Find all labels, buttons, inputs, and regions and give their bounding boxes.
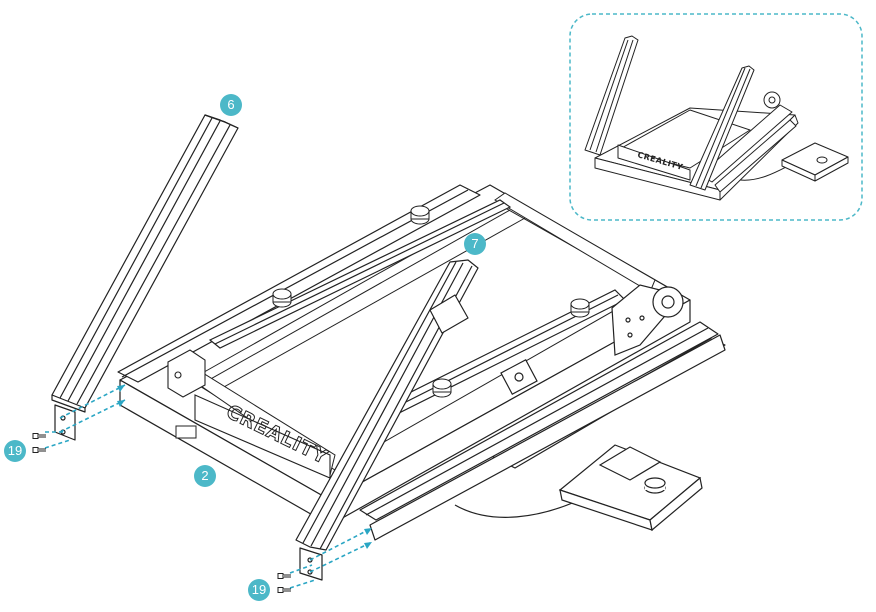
assembled-view-inset: CREALITY xyxy=(569,13,863,221)
callout-screw-right: 19 xyxy=(248,579,270,601)
right-screw-guides xyxy=(289,527,373,589)
upright-profile-6 xyxy=(51,114,239,441)
tension-knobs xyxy=(272,205,590,398)
callout-screw-left: 19 xyxy=(4,440,26,462)
callout-part-2: 2 xyxy=(194,465,216,487)
pulley-bracket xyxy=(611,284,684,356)
left-screw-guides xyxy=(44,384,126,449)
upright-profile-7 xyxy=(295,259,479,581)
screw-icon xyxy=(31,432,48,454)
left-bracket xyxy=(167,349,206,398)
rear-crossbar xyxy=(208,199,512,349)
left-guide-arrows xyxy=(117,385,125,407)
screw-icon xyxy=(276,572,293,594)
callout-part-6: 6 xyxy=(220,94,242,116)
front-port xyxy=(175,425,197,439)
control-box xyxy=(454,444,703,532)
right-guide-arrows xyxy=(364,528,372,549)
callout-part-7: 7 xyxy=(464,233,486,255)
